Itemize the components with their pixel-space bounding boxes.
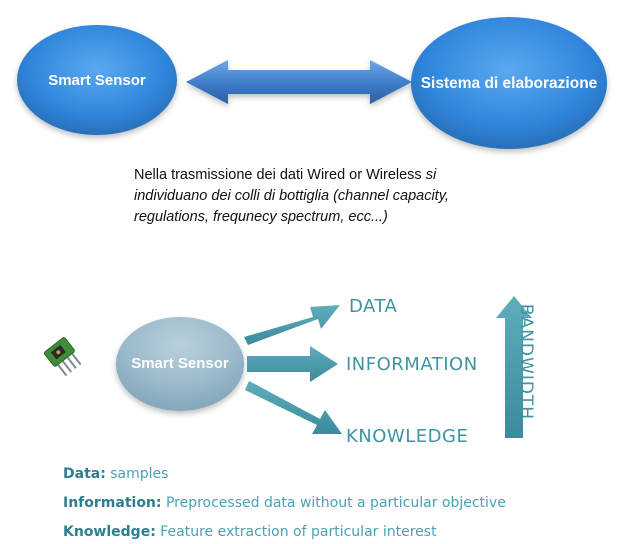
caption-italic: si individuano dei colli di bottiglia (c… <box>134 167 449 225</box>
legend-information: Information: Preprocessed data without a… <box>63 495 506 511</box>
bandwidth-label: BANDWIDTH <box>516 303 536 421</box>
processing-system-node <box>411 17 607 149</box>
arrow-to-data <box>244 305 340 345</box>
legend-desc: samples <box>105 466 169 482</box>
arrow-to-knowledge <box>245 381 342 434</box>
legend-term: Data: <box>63 466 106 482</box>
smart-sensor-node-top <box>17 25 177 135</box>
legend-term: Information: <box>63 495 162 511</box>
legend-desc: Preprocessed data without a particular o… <box>161 495 506 511</box>
output-knowledge-label: KNOWLEDGE <box>346 426 469 447</box>
legend-desc: Feature extraction of particular interes… <box>155 524 437 540</box>
smart-sensor-node-bottom <box>116 317 244 411</box>
legend-data: Data: samples <box>63 466 168 482</box>
processing-system-label: Sistema di elaborazione <box>420 75 598 92</box>
caption-text: Nella trasmissione dei dati Wired or Wir… <box>134 165 494 228</box>
bandwidth-arrow <box>496 296 532 438</box>
smart-sensor-label-top: Smart Sensor <box>48 72 146 89</box>
caption-normal: Nella trasmissione dei dati Wired or Wir… <box>134 167 426 183</box>
arrow-to-information <box>247 346 338 382</box>
sensor-chip-icon <box>43 337 82 377</box>
legend-knowledge: Knowledge: Feature extraction of particu… <box>63 524 437 540</box>
output-data-label: DATA <box>349 296 398 317</box>
legend-term: Knowledge: <box>63 524 156 540</box>
bidirectional-arrow <box>186 60 412 104</box>
output-information-label: INFORMATION <box>346 354 478 375</box>
smart-sensor-label-bottom: Smart Sensor <box>131 355 229 372</box>
